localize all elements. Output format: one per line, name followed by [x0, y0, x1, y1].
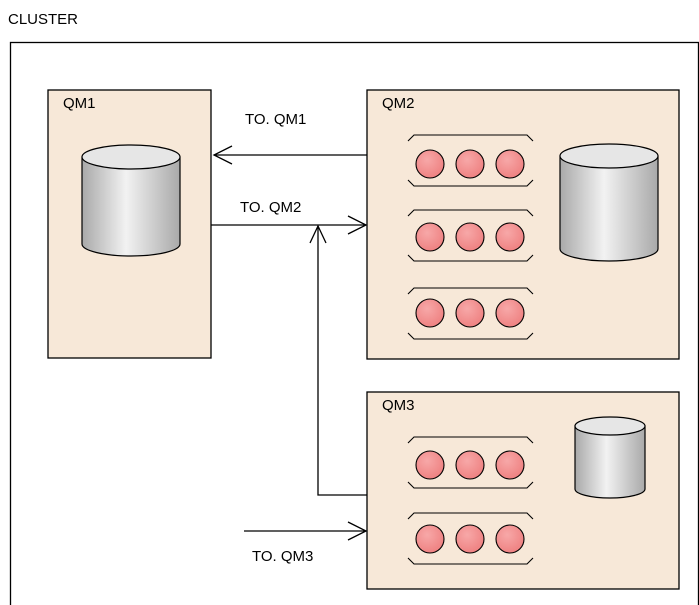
qm2-transmission-queue-2	[407, 209, 534, 262]
message-icon	[415, 450, 445, 480]
channel-to-qm3-label: TO. QM3	[252, 548, 313, 565]
message-icon	[415, 524, 445, 554]
qm2-queue-cylinder-icon	[559, 143, 659, 262]
message-icon	[415, 298, 445, 328]
message-icon	[495, 298, 525, 328]
cluster-label: CLUSTER	[8, 11, 78, 28]
channel-to-qm3-arrow	[244, 521, 368, 541]
message-icon	[455, 524, 485, 554]
qm3-box: QM3	[366, 391, 680, 590]
message-icon	[455, 222, 485, 252]
qm1-label: QM1	[63, 95, 96, 112]
message-icon	[495, 450, 525, 480]
qm2-box: QM2	[366, 89, 680, 360]
message-icon	[415, 149, 445, 179]
channel-to-qm1-arrow	[212, 145, 367, 165]
message-icon	[415, 222, 445, 252]
channel-to-qm1-label: TO. QM1	[245, 111, 306, 128]
qm1-box: QM1	[47, 89, 212, 359]
message-icon	[495, 222, 525, 252]
message-icon	[455, 450, 485, 480]
qm1-queue-cylinder-icon	[81, 144, 181, 257]
channel-to-qm2-arrow	[211, 215, 368, 235]
message-icon	[495, 524, 525, 554]
qm2-label: QM2	[382, 95, 415, 112]
message-icon	[455, 149, 485, 179]
message-icon	[495, 149, 525, 179]
message-icon	[455, 298, 485, 328]
qm3-transmission-queue-2	[407, 512, 534, 565]
qm3-queue-cylinder-icon	[574, 416, 646, 499]
channel-to-qm2-label: TO. QM2	[240, 199, 301, 216]
qm3-transmission-queue-1	[407, 436, 534, 489]
qm2-transmission-queue-1	[407, 134, 534, 187]
channel-qm3-to-qm2-arrow	[309, 224, 367, 496]
qm2-transmission-queue-3	[407, 287, 534, 340]
qm3-label: QM3	[382, 397, 415, 414]
